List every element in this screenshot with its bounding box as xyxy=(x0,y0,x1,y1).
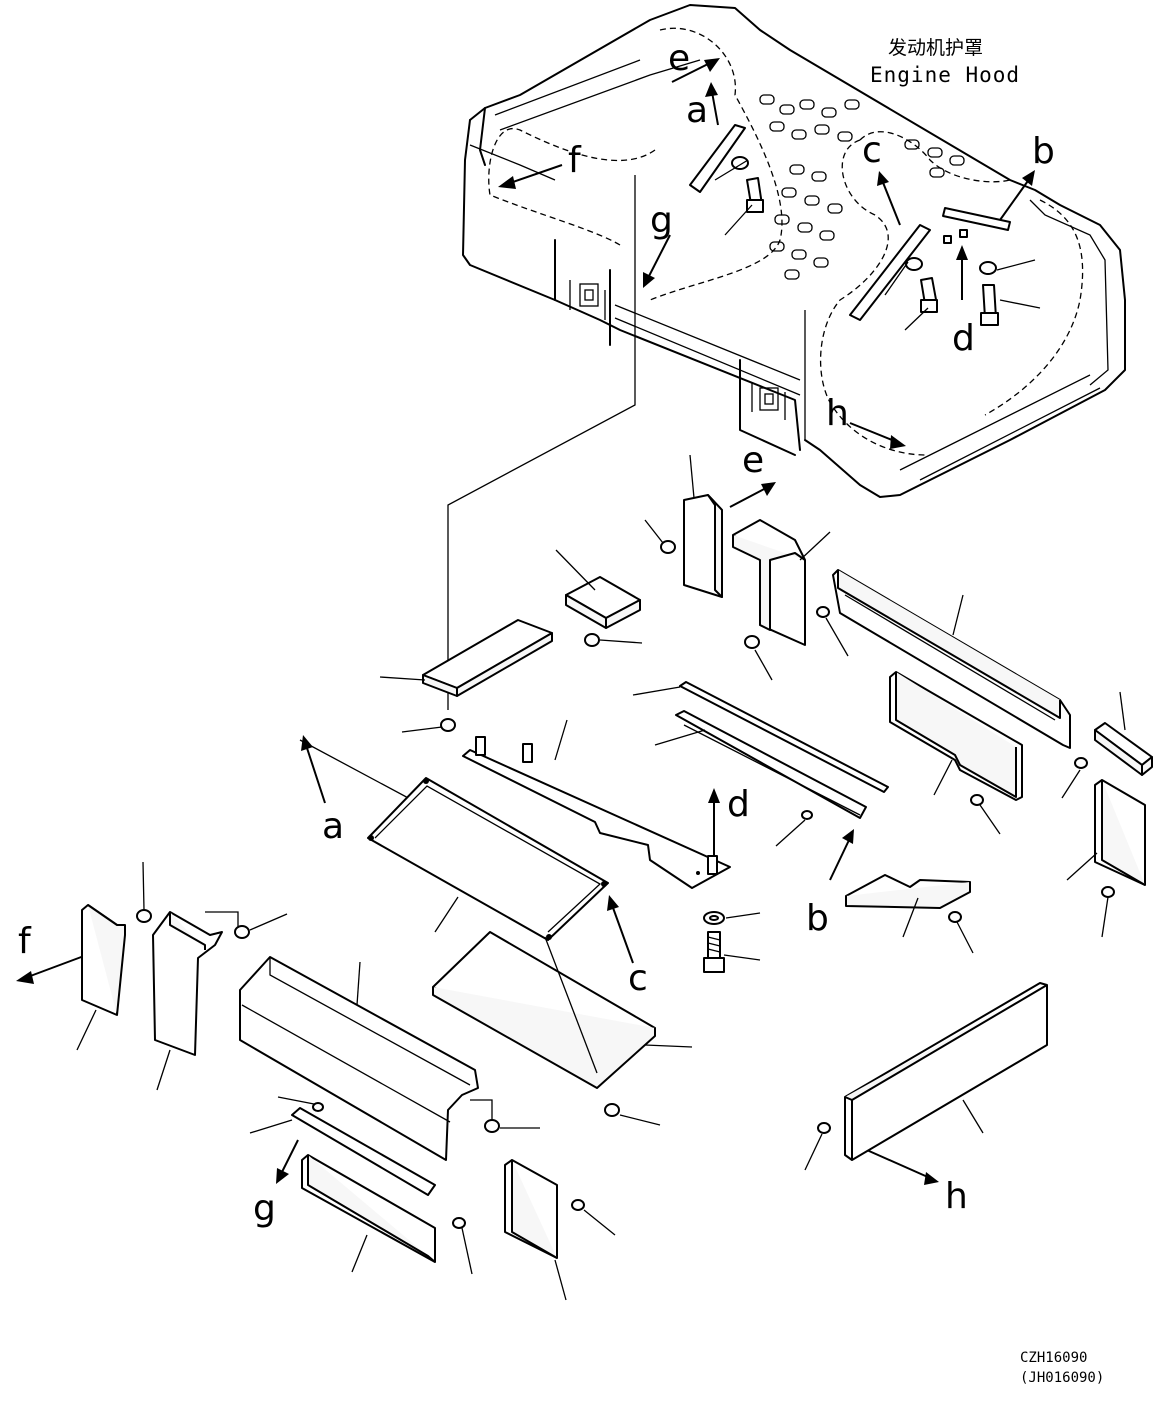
ref-letter-c-mid: c xyxy=(628,958,648,999)
part-side-panel xyxy=(889,671,1023,835)
part-large-panel xyxy=(367,777,609,941)
title-chinese: 发动机护罩 xyxy=(888,37,983,59)
part-long-strips xyxy=(632,681,889,847)
ref-letter-b-mid: b xyxy=(806,898,829,939)
part-long-rail xyxy=(832,569,1071,749)
part-small-block xyxy=(555,549,643,647)
part-flat-plate xyxy=(432,931,693,1126)
ref-letter-g-top: g xyxy=(650,200,673,241)
title-english: Engine Hood xyxy=(870,63,1020,87)
reference-arrows: e a f g c b d h e a d b c f g h xyxy=(16,38,1055,1229)
ref-letter-h-top: h xyxy=(826,393,849,434)
part-upright-f xyxy=(76,861,152,1051)
part-wedge xyxy=(1061,691,1153,799)
top-grille xyxy=(759,94,965,280)
ref-letter-b-top: b xyxy=(1032,131,1055,172)
part-upright-e xyxy=(644,454,723,598)
ref-letter-a-top: a xyxy=(686,90,708,131)
part-thin-strip xyxy=(249,1096,436,1196)
part-l-bracket xyxy=(845,874,974,954)
ref-letter-d-mid: d xyxy=(727,784,750,825)
part-curved-cover xyxy=(239,956,540,1161)
ref-letter-a-mid: a xyxy=(322,806,344,847)
ref-letter-f-low: f xyxy=(18,921,32,962)
ref-letter-e-top: e xyxy=(668,38,690,79)
ref-letter-g-low: g xyxy=(253,1188,276,1229)
part-square-block xyxy=(1066,779,1146,938)
drawing-code-primary: CZH16090 xyxy=(1020,1350,1087,1366)
part-long-block-h xyxy=(804,982,1048,1171)
part-flat-pad-left xyxy=(379,619,553,733)
ref-letter-f-top: f xyxy=(568,140,582,181)
ref-letter-h-low: h xyxy=(945,1176,968,1217)
part-corner-block xyxy=(732,519,849,681)
ref-letter-d-top: d xyxy=(952,318,975,359)
part-mounting-plate xyxy=(462,719,731,889)
ref-letter-e-mid: e xyxy=(742,440,764,481)
part-curved-upright xyxy=(152,911,288,1091)
drawing-code-secondary: (JH016090) xyxy=(1020,1370,1104,1386)
exploded-parts xyxy=(76,454,1153,1301)
ref-letter-c-top: c xyxy=(862,130,882,171)
part-small-square xyxy=(504,1159,616,1301)
part-bolt-center xyxy=(703,911,761,973)
engine-hood-assembly xyxy=(447,4,1126,710)
part-low-block xyxy=(301,1154,473,1275)
